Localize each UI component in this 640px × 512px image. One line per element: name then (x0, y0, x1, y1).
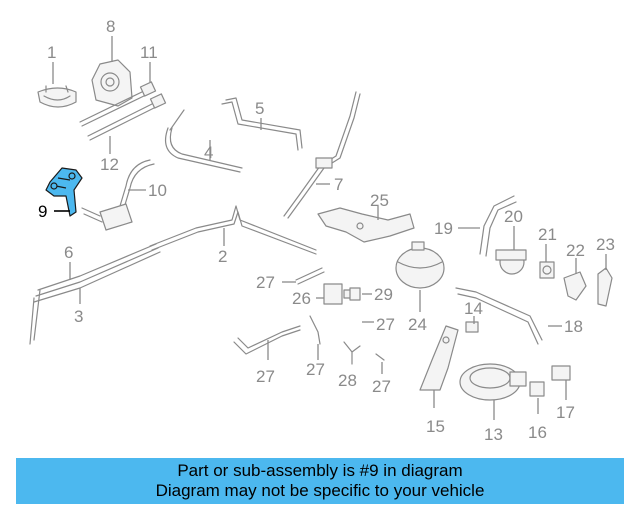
callout-10: 10 (148, 181, 167, 200)
part-27-hose-c[interactable] (233, 325, 301, 355)
part-24-reservoir[interactable] (395, 241, 445, 289)
part-16-valve[interactable] (529, 381, 545, 397)
callout-18: 18 (564, 317, 583, 336)
callout-27c: 27 (256, 367, 275, 386)
callout-22: 22 (566, 241, 585, 260)
part-20-valve[interactable] (495, 249, 527, 275)
parts-diagram: 1 8 11 12 9 10 (29, 17, 615, 444)
callout-27b: 27 (376, 315, 395, 334)
callout-1: 1 (47, 43, 56, 62)
callout-5: 5 (255, 99, 264, 118)
callout-13: 13 (484, 425, 503, 444)
part-27-clip-e[interactable] (375, 353, 385, 361)
callout-27d: 27 (306, 360, 325, 379)
callout-8: 8 (106, 17, 115, 36)
callout-28: 28 (338, 371, 357, 390)
part-14-fitting[interactable] (465, 321, 479, 333)
callout-9: 9 (38, 202, 47, 221)
part-13-pump[interactable] (459, 363, 527, 401)
callout-11: 11 (140, 43, 158, 62)
callout-20: 20 (504, 207, 523, 226)
part-28-connector[interactable] (343, 341, 361, 365)
callout-6: 6 (64, 243, 73, 262)
callout-2: 2 (218, 247, 227, 266)
part-5-tube[interactable] (221, 97, 303, 151)
callout-7: 7 (334, 175, 343, 194)
part-18-hose[interactable] (455, 287, 543, 345)
callout-4: 4 (204, 143, 213, 162)
callout-12: 12 (100, 155, 119, 174)
part-29-fitting[interactable] (349, 287, 361, 301)
callout-15: 15 (426, 417, 445, 436)
part-21-gasket[interactable] (539, 261, 555, 279)
callout-17: 17 (556, 403, 575, 422)
banner-line-1: Part or sub-assembly is #9 in diagram (177, 461, 463, 480)
callout-25: 25 (370, 191, 389, 210)
part-15-bracket[interactable] (419, 325, 459, 391)
callout-29: 29 (374, 285, 393, 304)
part-23-gasket[interactable] (597, 267, 613, 307)
callout-27e: 27 (372, 377, 391, 396)
callout-19: 19 (434, 219, 453, 238)
part-25-bracket[interactable] (317, 207, 415, 243)
part-19-hose[interactable] (479, 195, 517, 257)
callout-27a: 27 (256, 273, 275, 292)
info-banner: Part or sub-assembly is #9 in diagram Di… (16, 458, 624, 504)
part-17-valve[interactable] (551, 365, 571, 381)
callout-23: 23 (596, 235, 615, 254)
banner-line-2: Diagram may not be specific to your vehi… (155, 481, 485, 500)
part-4-tube[interactable] (165, 109, 243, 173)
part-7-hose[interactable] (283, 91, 361, 219)
part-22-elbow[interactable] (563, 271, 587, 301)
part-6-line-bundle[interactable] (29, 243, 161, 345)
part-8-mount[interactable] (91, 59, 133, 107)
callout-14: 14 (464, 299, 483, 318)
part-26-valve[interactable] (323, 283, 353, 305)
callout-16: 16 (528, 423, 547, 442)
part-2-pipe[interactable] (149, 205, 317, 255)
part-27-hose-a[interactable] (295, 267, 325, 285)
part-10-hose[interactable] (81, 159, 155, 231)
callout-26: 26 (292, 289, 311, 308)
callout-21: 21 (538, 225, 557, 244)
part-9-bracket-highlighted[interactable] (45, 167, 83, 217)
part-11-sensor-cable[interactable] (79, 81, 157, 127)
part-27-hose-d[interactable] (309, 315, 321, 345)
part-1-clamp[interactable] (37, 85, 77, 108)
part-12-sensor-cable[interactable] (87, 93, 167, 141)
callout-24: 24 (408, 315, 427, 334)
callout-3: 3 (74, 307, 83, 326)
